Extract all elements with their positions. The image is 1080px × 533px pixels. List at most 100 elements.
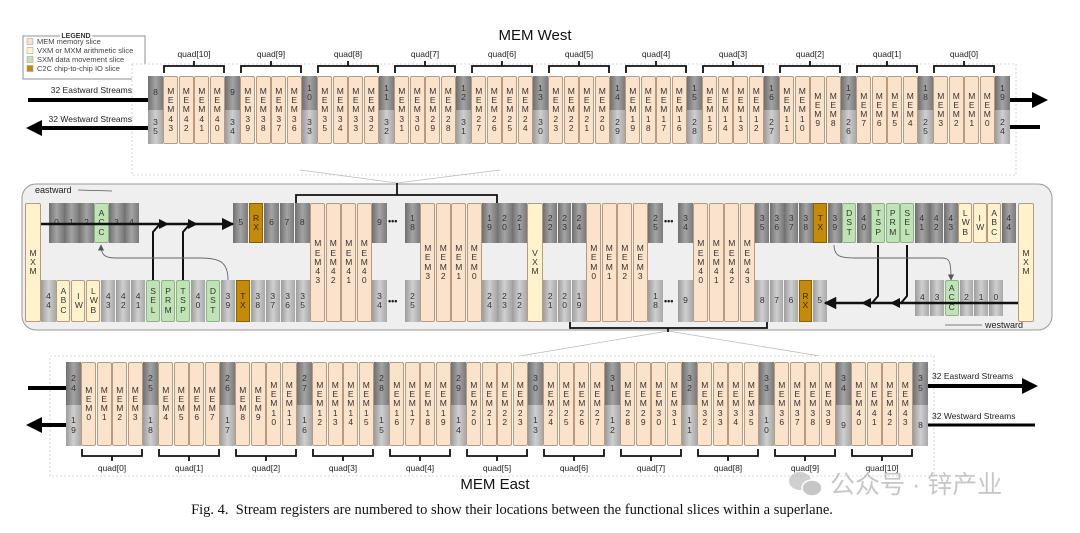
arrowhead-icon <box>26 417 42 433</box>
cell-label: MEM6 <box>193 384 201 423</box>
mem-slice: MEM41 <box>708 203 724 322</box>
sxm-slice: PRM <box>885 203 900 243</box>
cell-label: MEM43 <box>901 379 909 427</box>
mem-slice: MEM17 <box>656 76 672 144</box>
stream-register-bottom: 12 <box>605 405 620 446</box>
cell-label: 36 <box>285 290 291 310</box>
cell-label: MEM0 <box>590 243 598 281</box>
cell-label: 10 <box>764 415 769 435</box>
cell-label: 1 <box>978 292 984 303</box>
cell-label: MEM31 <box>398 85 406 133</box>
cell-label: TX <box>817 212 824 232</box>
stream-register-bottom: 26 <box>841 110 856 144</box>
mem-slice: MEM40 <box>356 203 372 322</box>
cell-label: 9 <box>841 419 846 430</box>
mem-slice: MEM16 <box>389 362 405 446</box>
cell-label: 2 <box>964 292 969 303</box>
mem-slice: MEM27 <box>471 76 487 144</box>
mem-slice: MEM2 <box>948 76 964 144</box>
quad-bracket <box>312 449 374 461</box>
stream-register-top: 15 <box>687 76 702 110</box>
cell-label: 15 <box>379 415 384 435</box>
stream-register-bottom: 9 <box>836 405 851 446</box>
legend-swatch <box>26 38 34 45</box>
quad-label: quad[10] <box>177 49 210 59</box>
cell-label: MEM3 <box>131 384 139 423</box>
cell-label: MEM8 <box>829 90 837 129</box>
cell-label: ABC <box>991 208 998 237</box>
mem-slice: MEM27 <box>589 362 605 446</box>
cell-label: 27 <box>769 116 774 136</box>
cell-label: MEM10 <box>798 85 806 133</box>
mem-slice: MEM42 <box>882 362 898 446</box>
stream-register-top: 31 <box>605 362 620 405</box>
cell-label: MEM5 <box>891 90 899 129</box>
mem-slice: MEM2 <box>112 362 128 446</box>
legend-box <box>22 35 146 80</box>
cell-label: MEM43 <box>743 238 751 286</box>
cell-label: 14 <box>615 82 620 102</box>
stream-register-top: 16 <box>764 76 779 110</box>
quad-label: quad[1] <box>175 463 203 473</box>
cell-label: 34 <box>377 290 382 310</box>
watermark: 公众号 · 锌产业 <box>789 471 1002 499</box>
stream-register: 4 <box>124 203 139 243</box>
sxm-slice: TSP <box>175 280 191 322</box>
mem-slice: MEM23 <box>512 362 528 446</box>
cell-label: MEM40 <box>360 238 368 286</box>
cell-label: 9 <box>230 87 235 98</box>
cell-label: 39 <box>225 290 231 310</box>
cell-label: MEM1 <box>455 243 463 281</box>
quad-bracket <box>774 449 836 461</box>
cell-label: PRM <box>889 208 897 237</box>
cell-label: 36 <box>774 212 780 232</box>
cell-label: 42 <box>120 290 126 310</box>
stream-register: 35 <box>295 280 310 322</box>
quad: quad[7] <box>394 49 456 73</box>
cell-label: MEM27 <box>593 379 601 427</box>
mem-slice: MEM1 <box>964 76 980 144</box>
cell-label: 33 <box>307 116 312 136</box>
eastward-label: eastward <box>35 185 72 195</box>
mem-slice: MEM2 <box>617 203 633 322</box>
cell-label: 29 <box>615 116 620 136</box>
cell-label: 11 <box>687 415 692 435</box>
cell-label: 9 <box>377 217 382 228</box>
mem-slice: MEM0 <box>81 362 97 446</box>
stream-register: 0 <box>49 203 64 243</box>
stream-register-top: 18 <box>918 76 933 110</box>
mem-slice: MEM13 <box>327 362 343 446</box>
quad-label: quad[5] <box>565 49 593 59</box>
cell-label: MEM2 <box>439 243 447 281</box>
mem-slice: MEM11 <box>281 362 297 446</box>
cell-label: 22 <box>517 290 522 310</box>
cell-label: MEM35 <box>321 85 329 133</box>
mem-slice: MEM14 <box>343 362 359 446</box>
stream-register: 39 <box>827 203 842 243</box>
arith-slice: IW <box>71 280 86 322</box>
mem-slice: MEM40 <box>693 203 709 322</box>
c2c-slice: TX <box>813 203 828 243</box>
quad: quad[5] <box>466 449 528 473</box>
cell-label: 10 <box>307 82 312 102</box>
mem-slice: MEM23 <box>548 76 564 144</box>
mxm-slice-right: MXM <box>1018 203 1034 322</box>
cell-label: 32 <box>687 373 692 393</box>
cell-label: 44 <box>46 290 51 310</box>
stream-register-bottom: 30 <box>533 110 548 144</box>
cell-label: MEM13 <box>737 85 745 133</box>
cell-label: PRM <box>164 286 172 315</box>
cell-label: 20 <box>502 212 507 232</box>
cell-label: 33 <box>764 373 769 393</box>
cell-label: 29 <box>456 373 461 393</box>
mem-slice: MEM37 <box>271 76 287 144</box>
cell-label: MEM25 <box>562 379 570 427</box>
cell-label: MEM0 <box>470 243 478 281</box>
cell-label: RX <box>253 212 260 232</box>
quad: quad[10] <box>163 49 225 73</box>
mem-slice: MEM0 <box>466 203 482 322</box>
mem-slice: MEM3 <box>420 203 436 322</box>
quad: quad[6] <box>543 449 605 473</box>
cell-label: 8 <box>153 87 158 98</box>
mem-slice: MEM19 <box>435 362 451 446</box>
